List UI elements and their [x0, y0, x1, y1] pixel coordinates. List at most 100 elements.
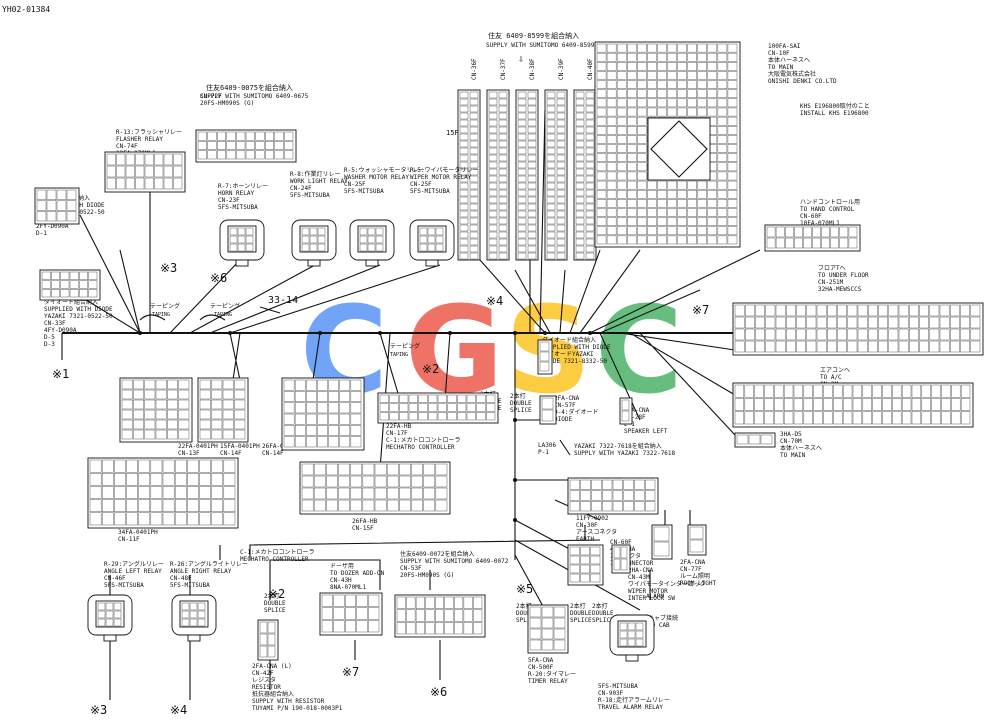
- relay-cn-48f: [171, 594, 217, 642]
- junction-dot: [448, 331, 452, 335]
- label-line: R-5:ワイパモータリレー: [410, 166, 478, 174]
- label-line: ルーム照明: [680, 573, 710, 580]
- label-line: 2本打: [570, 602, 586, 610]
- label-line: R-29:アングルリレー: [104, 560, 164, 568]
- label-line: 10FA-070ML1: [800, 220, 840, 227]
- label-line: 抵抗器組合納入: [252, 690, 294, 698]
- label-line: CN-15F: [352, 525, 374, 532]
- label-line: TO DOZER ADD-ON: [330, 570, 385, 577]
- label-line: CN-42F: [252, 670, 274, 677]
- connector-cn-57f: [539, 395, 557, 425]
- label-line: HORN RELAY: [218, 190, 255, 197]
- marker-6b: ※6: [430, 685, 447, 699]
- label-line: キャブ接続: [648, 614, 678, 622]
- label-line: 2本打: [264, 592, 280, 600]
- junction-dot: [513, 478, 517, 482]
- label-line: ROOM LIGHT: [680, 580, 717, 587]
- label-line: CN-46F: [104, 575, 126, 582]
- label-line: R-18:走行アラームリレー: [598, 696, 670, 704]
- column-connector-cn-40f: CN-40F: [573, 58, 597, 261]
- svg-text:TAPING: TAPING: [390, 352, 408, 358]
- label-line: YAZAKI 7321-0522-50: [44, 313, 113, 320]
- relay-cn-903f: [609, 614, 655, 662]
- junction-dot: [138, 331, 142, 335]
- relay-cn-24f: [291, 219, 337, 267]
- label-line: ダイオードYAZAKI: [542, 350, 594, 358]
- label-line: R-7:ホーンリレー: [218, 183, 268, 190]
- label-line: DOUBLE: [516, 610, 538, 617]
- label-line: EARTH: [576, 536, 594, 543]
- label-line: SUPPLY WITH SUMITOMO 6409-0072: [400, 558, 509, 565]
- label-line: TRAVEL ALARM RELAY: [598, 704, 663, 711]
- label-line: SPEAKER LEFT: [624, 428, 668, 435]
- label-line: C-1:メカトロコントローラ: [240, 549, 314, 556]
- label-line: ワイパモータインターロック: [628, 580, 706, 588]
- svg-text:⇩: ⇩: [518, 54, 524, 65]
- connector-cn-30f: [567, 544, 604, 586]
- taping-labels: テーピング TAPING テーピング TAPING テーピング TAPING: [139, 302, 420, 358]
- label-line: 4FY-D090A: [44, 327, 77, 334]
- connector-cn-17f: [377, 392, 499, 424]
- connector-cn-72f: [195, 129, 297, 163]
- label-line: SUPPLIED WITH DIODE: [542, 344, 611, 351]
- label-line: 本体ハーネスへ: [780, 444, 822, 452]
- label-line: TO CAB: [648, 622, 670, 629]
- junction-dot: [228, 331, 232, 335]
- column-connector-cn-37f: CN-37F: [486, 58, 510, 261]
- label-line: INSTALL KHS E196800: [800, 110, 869, 117]
- label-line: 2FA-CNA (L): [252, 663, 292, 670]
- junction-dot: [513, 518, 517, 522]
- label-line: 20FS-HM090S (G): [200, 100, 254, 107]
- label-line: CN-903F: [598, 690, 624, 697]
- column-connector-cn-36f: CN-36F: [457, 58, 481, 261]
- label-line: CN-14F: [262, 450, 284, 457]
- label-line: 2FA-CNA: [624, 407, 650, 414]
- label-line: E-1: [624, 421, 635, 428]
- label-line: CN-33F: [44, 320, 66, 327]
- connector-diode-mid: [537, 339, 553, 375]
- label-line: SPLICE: [264, 607, 286, 614]
- label-line: P-1: [538, 449, 549, 456]
- label-line: CN-74F: [116, 143, 138, 150]
- label-line: アースコネクタ: [576, 528, 617, 536]
- label-line: 5FS-MITSUBA: [344, 188, 384, 195]
- svg-text:TAPING: TAPING: [152, 312, 170, 318]
- connector-cn-251m: [732, 302, 984, 356]
- label-line: CN-43M: [628, 574, 650, 581]
- label-line: CN-24F: [290, 185, 312, 192]
- label-line: YAZAKI 7322-7618を組合納入: [574, 442, 662, 450]
- label-line: 100FA-SAI: [768, 43, 801, 50]
- label-line: CN-48F: [170, 575, 192, 582]
- relay-cn-46f: [87, 594, 133, 642]
- connector-cn-13f: [119, 377, 193, 443]
- label-line: DOUBLE: [592, 610, 614, 617]
- label-line: WORK LIGHT RELAY: [290, 178, 348, 185]
- label-line: CN-60F: [800, 213, 822, 220]
- svg-text:住友 6409-8599を組合納入: 住友 6409-8599を組合納入: [488, 31, 579, 40]
- column-connector-cn-38f: CN-38F: [515, 58, 539, 261]
- label-line: TO HAND CONTROL: [800, 206, 855, 213]
- label-line: CN-14F: [220, 450, 242, 457]
- label-line: ダイオード組合納入: [542, 336, 596, 344]
- svg-text:テーピング: テーピング: [390, 342, 420, 350]
- trunk-label: 33-14: [268, 295, 298, 306]
- label-line: D-4:ダイオード: [554, 408, 598, 416]
- svg-text:テーピング: テーピング: [150, 302, 180, 310]
